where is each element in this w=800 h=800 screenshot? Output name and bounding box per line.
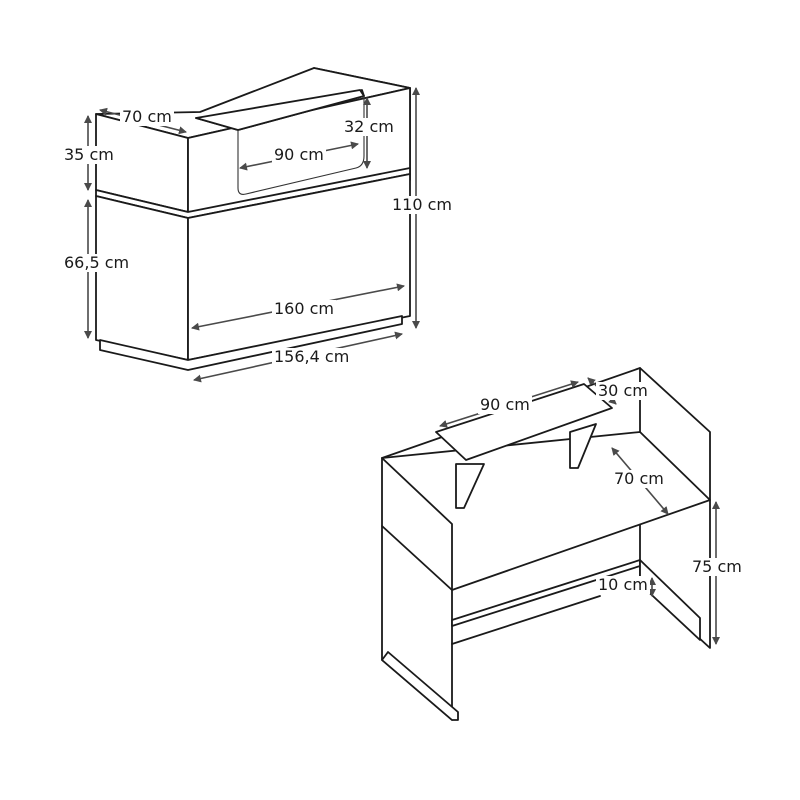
label-front-upper-height: 35 cm: [62, 145, 116, 164]
label-front-shelf-width: 90 cm: [272, 145, 326, 164]
label-front-top-width: 160 cm: [272, 299, 337, 318]
label-front-base-width: 156,4 cm: [272, 347, 352, 366]
label-rear-desk-depth: 70 cm: [612, 469, 666, 488]
label-rear-shelf-width: 90 cm: [478, 395, 532, 414]
left-side-lower: [95, 195, 189, 361]
rear-view-desk: [381, 367, 711, 721]
label-rear-desk-height: 75 cm: [690, 557, 744, 576]
label-rear-foot-height: 10 cm: [596, 575, 650, 594]
label-front-shelf-height: 32 cm: [342, 117, 396, 136]
label-front-lower-height: 66,5 cm: [62, 253, 132, 272]
label-front-total-height: 110 cm: [390, 195, 455, 214]
label-rear-shelf-depth: 30 cm: [596, 381, 650, 400]
label-front-depth-top: 70 cm: [120, 107, 174, 126]
